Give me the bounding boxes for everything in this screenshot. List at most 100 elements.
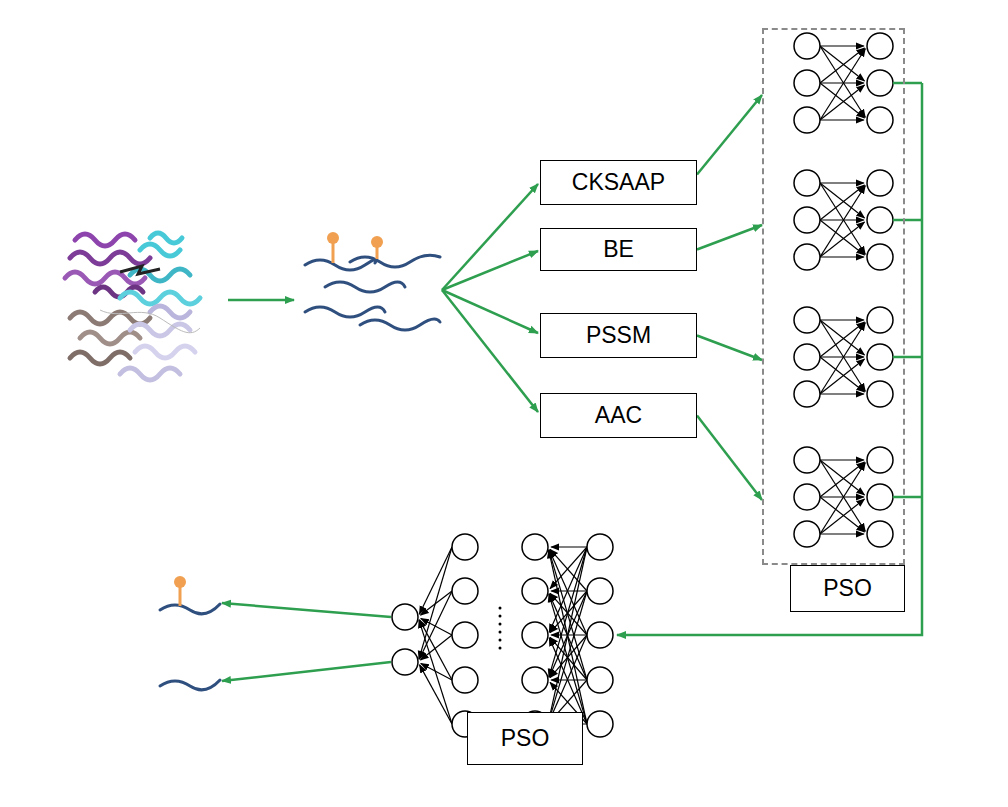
weight-link	[820, 220, 864, 255]
weight-link	[820, 496, 864, 497]
weight-link	[820, 320, 864, 355]
ellipsis-dot	[499, 647, 502, 650]
feature-label: BE	[603, 236, 634, 263]
neuron	[867, 344, 893, 370]
neuron	[794, 381, 820, 407]
weight-link	[551, 590, 587, 591]
output-sequences	[160, 604, 220, 690]
weight-link	[820, 83, 864, 118]
feature-box: CKSAAP	[540, 160, 697, 205]
neuron	[867, 521, 893, 547]
modification-mark	[179, 585, 182, 606]
neuron	[867, 70, 893, 96]
neuron	[452, 534, 478, 560]
weight-link	[420, 665, 452, 724]
weight-link	[550, 637, 587, 680]
neuron	[867, 170, 893, 196]
weight-link	[820, 119, 864, 120]
feature-label: PSSM	[586, 322, 651, 349]
weight-link	[820, 533, 864, 534]
neuron	[452, 578, 478, 604]
neuron	[794, 447, 820, 473]
weight-link	[820, 320, 865, 391]
feature-box: PSSM	[540, 313, 697, 358]
neuron	[794, 207, 820, 233]
weight-link	[820, 183, 864, 218]
neuron	[867, 381, 893, 407]
weight-link	[820, 183, 865, 254]
flow-connector	[697, 95, 762, 175]
neuron	[587, 534, 613, 560]
optimizer-group: PSO	[762, 28, 905, 565]
weight-link	[820, 48, 864, 83]
modification-marks	[327, 232, 383, 263]
weight-link	[820, 323, 865, 394]
neuron	[452, 622, 478, 648]
weight-link	[551, 634, 587, 635]
neuron	[522, 622, 548, 648]
weight-link	[550, 549, 587, 591]
weight-link	[820, 46, 864, 81]
neuron	[794, 244, 820, 270]
weight-link	[820, 186, 865, 257]
neuron	[522, 667, 548, 693]
label-box: PSO	[790, 565, 905, 612]
weight-link	[820, 185, 864, 220]
output-arrows	[222, 603, 391, 681]
neuron	[587, 578, 613, 604]
weight-link	[820, 356, 864, 357]
neuron	[867, 207, 893, 233]
weight-link	[419, 620, 452, 724]
weight-link	[550, 593, 587, 635]
weight-link	[820, 45, 864, 46]
weight-link	[549, 635, 587, 721]
ellipsis-dot	[499, 631, 502, 634]
feature-label: CKSAAP	[572, 169, 665, 196]
ellipsis-dot	[499, 623, 502, 626]
neuron	[392, 604, 418, 630]
weight-link	[549, 547, 587, 632]
weight-link	[820, 85, 864, 120]
ellipsis-dot	[499, 607, 502, 610]
neuron	[794, 307, 820, 333]
weight-link	[820, 459, 864, 460]
feature-box: AAC	[540, 393, 697, 438]
weight-link	[820, 460, 865, 531]
weight-link	[551, 546, 587, 547]
weight-link	[421, 591, 452, 615]
weight-link	[820, 82, 864, 83]
weight-link	[820, 393, 864, 394]
weight-link	[549, 550, 587, 635]
neuron	[587, 667, 613, 693]
flow-connector	[697, 416, 762, 501]
neuron	[867, 244, 893, 270]
feature-box: BE	[540, 228, 697, 271]
weight-link	[549, 547, 587, 721]
ellipsis-dot	[499, 615, 502, 618]
weight-link	[820, 499, 864, 534]
neuron	[587, 711, 613, 737]
weight-link	[549, 550, 587, 724]
neuron	[522, 578, 548, 604]
neuron	[867, 447, 893, 473]
neuron	[522, 534, 548, 560]
neuron	[794, 521, 820, 547]
weight-link	[820, 49, 865, 120]
weight-link	[421, 619, 452, 635]
flow-arrow	[228, 299, 294, 302]
weight-link	[820, 463, 865, 534]
optimizer-label: PSO	[501, 725, 550, 752]
weight-link	[820, 359, 864, 394]
weight-link	[820, 497, 864, 532]
weight-link	[820, 219, 864, 220]
classifier-network: PSO	[390, 532, 615, 712]
peptide-sequences	[305, 255, 440, 330]
weight-link	[820, 222, 864, 257]
optimizer-label: PSO	[823, 575, 872, 602]
neuron	[452, 667, 478, 693]
weight-link	[419, 547, 452, 614]
flow-connector	[697, 225, 762, 250]
feature-label: AAC	[595, 402, 642, 429]
